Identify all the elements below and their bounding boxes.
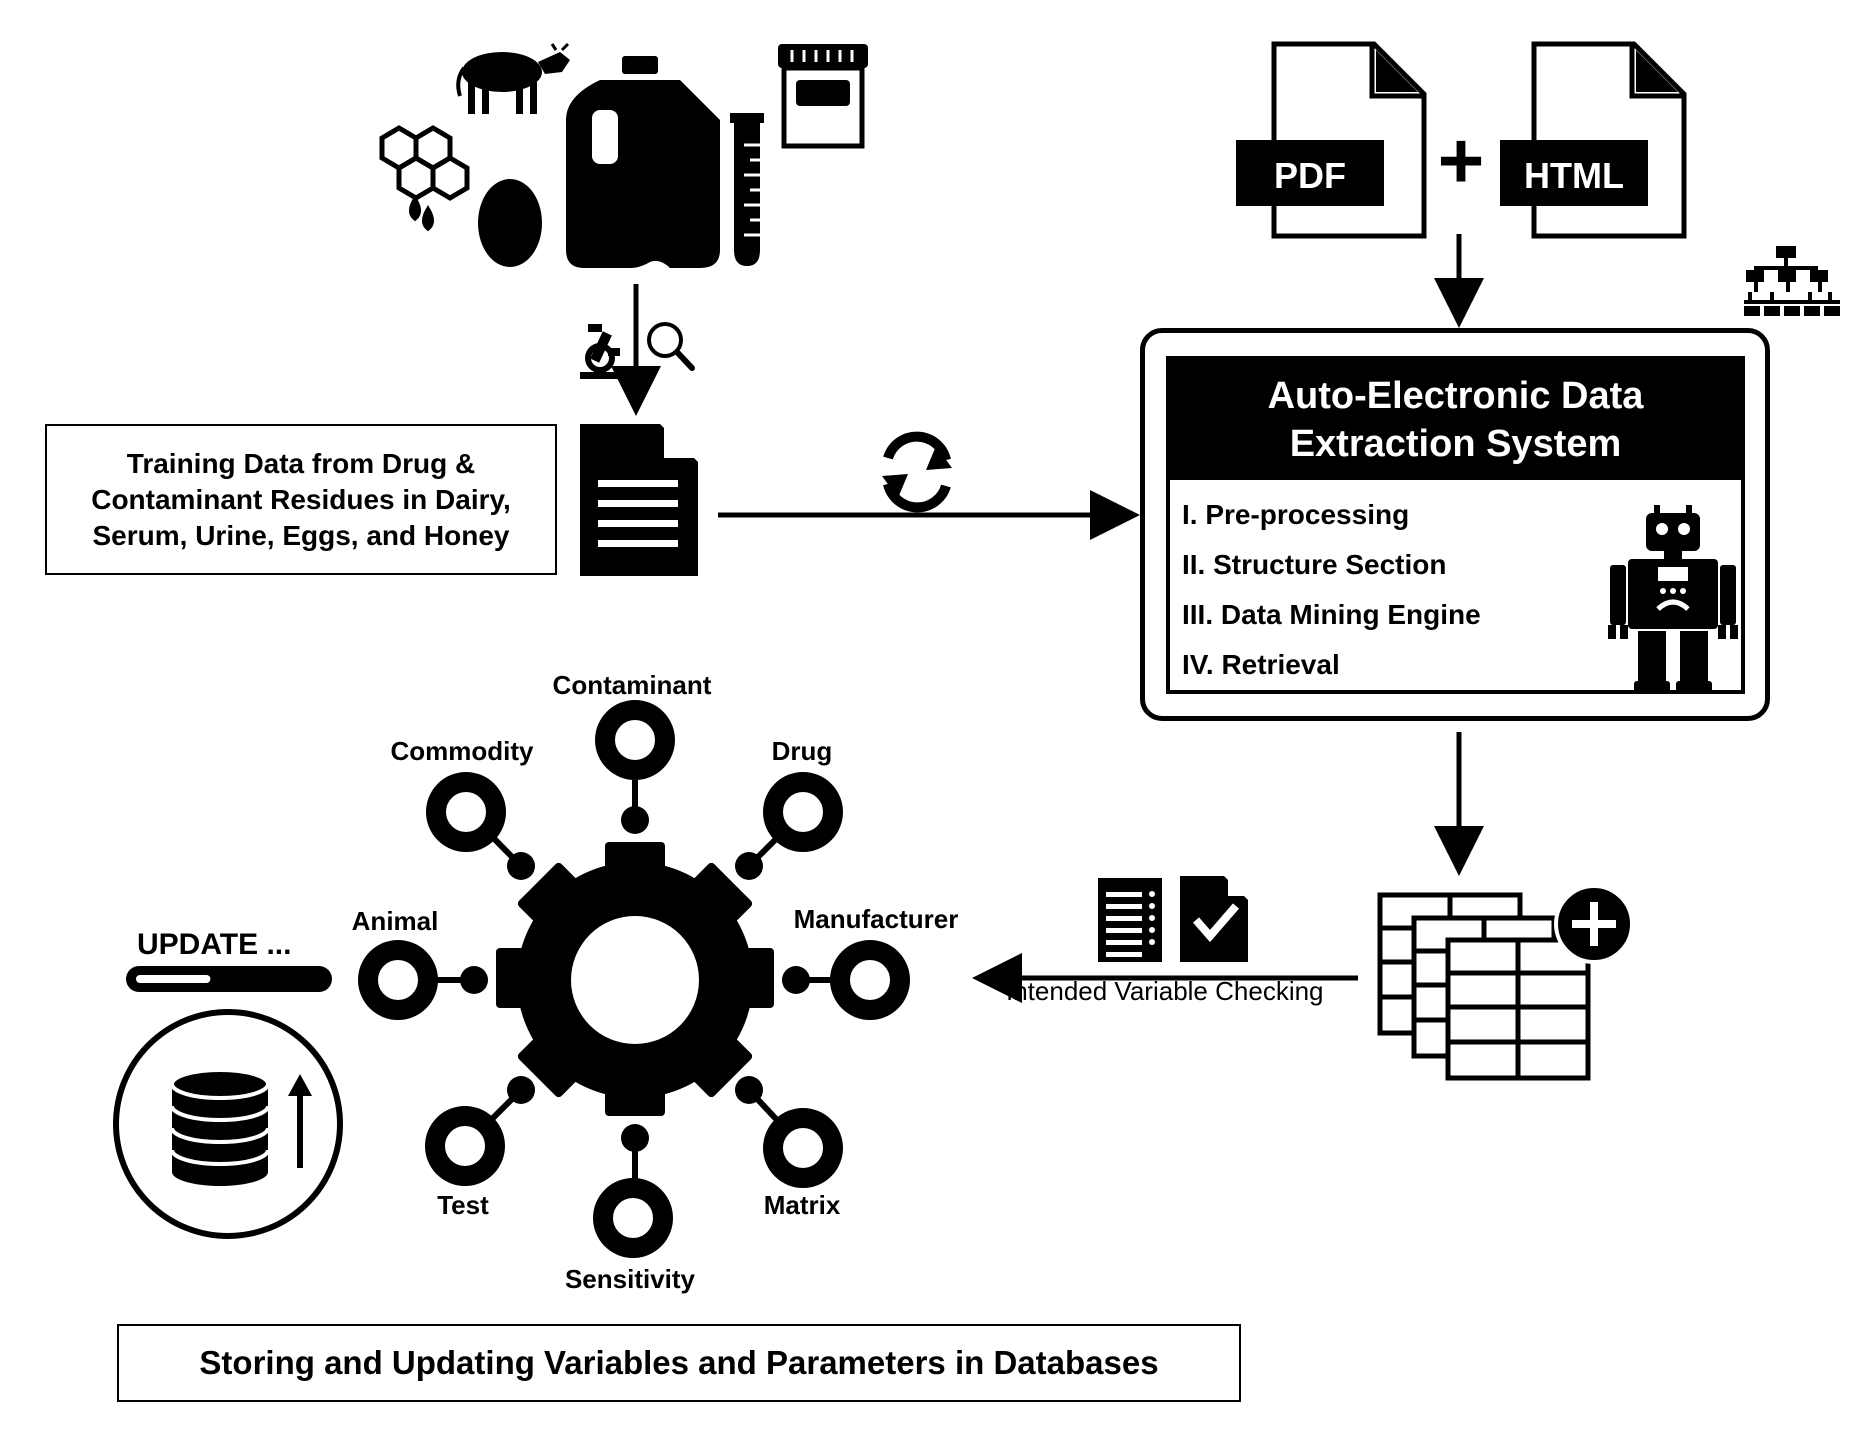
tables-add-icon bbox=[1377, 884, 1634, 1081]
aeds-panel: Auto-Electronic Data Extraction System I… bbox=[1140, 328, 1770, 721]
gear-icon bbox=[496, 842, 774, 1116]
node-manufacturer-label: Manufacturer bbox=[794, 904, 959, 934]
training-data-box: Training Data from Drug & Contaminant Re… bbox=[45, 424, 557, 575]
html-file-icon: HTML bbox=[1500, 41, 1687, 239]
training-data-line3: Serum, Urine, Eggs, and Honey bbox=[92, 519, 510, 551]
node-commodity: Commodity bbox=[391, 736, 535, 880]
test-tube-icon bbox=[730, 113, 764, 266]
microscope-icon bbox=[580, 324, 620, 379]
aeds-title-line1: Auto-Electronic Data bbox=[1267, 375, 1644, 417]
node-commodity-label: Commodity bbox=[391, 736, 535, 766]
update-progress-fill bbox=[136, 975, 211, 983]
aeds-title-line2: Extraction System bbox=[1289, 423, 1622, 465]
update-label: UPDATE ... bbox=[137, 928, 292, 961]
honeycomb-icon bbox=[379, 125, 470, 232]
node-matrix: Matrix bbox=[735, 1076, 843, 1220]
storing-updating-text: Storing and Updating Variables and Param… bbox=[199, 1344, 1159, 1381]
hierarchy-icon bbox=[1744, 246, 1840, 316]
database-icon bbox=[113, 1009, 343, 1239]
node-sensitivity-label: Sensitivity bbox=[565, 1264, 696, 1294]
aeds-inner-box: Auto-Electronic Data Extraction System I… bbox=[1166, 356, 1745, 694]
training-data-line1: Training Data from Drug & bbox=[126, 447, 476, 479]
node-test: Test bbox=[425, 1076, 535, 1220]
node-contaminant-label: Contaminant bbox=[553, 670, 712, 700]
checked-document-icon bbox=[1180, 876, 1248, 962]
sync-icon bbox=[882, 431, 952, 513]
storing-updating-box: Storing and Updating Variables and Param… bbox=[117, 1324, 1241, 1402]
aeds-title: Auto-Electronic Data Extraction System bbox=[1170, 360, 1741, 480]
training-data-line2: Contaminant Residues in Dairy, bbox=[91, 483, 511, 515]
node-manufacturer: Manufacturer bbox=[782, 904, 959, 1020]
node-test-label: Test bbox=[437, 1190, 489, 1220]
aeds-step: I. Pre-processing bbox=[1182, 499, 1410, 530]
update-progress-bar bbox=[126, 966, 332, 992]
intended-variable-checking-label: Intended Variable Checking bbox=[1006, 976, 1324, 1006]
pdf-file-icon: PDF bbox=[1236, 41, 1427, 239]
milk-jug-icon bbox=[566, 56, 720, 268]
node-contaminant: Contaminant bbox=[553, 670, 712, 834]
cow-icon bbox=[456, 42, 570, 114]
node-sensitivity: Sensitivity bbox=[565, 1124, 696, 1294]
html-label: HTML bbox=[1524, 155, 1624, 196]
pdf-label: PDF bbox=[1274, 155, 1346, 196]
node-matrix-label: Matrix bbox=[764, 1190, 841, 1220]
aeds-steps-list: I. Pre-processing II. Structure Section … bbox=[1182, 490, 1481, 690]
document-icon bbox=[580, 418, 704, 576]
node-animal: Animal bbox=[352, 906, 488, 1020]
node-drug-label: Drug bbox=[772, 736, 833, 766]
urine-cup-icon bbox=[778, 44, 868, 149]
aeds-step: III. Data Mining Engine bbox=[1182, 599, 1481, 630]
magnifier-icon bbox=[647, 322, 695, 371]
plus-sign: + bbox=[1438, 116, 1485, 205]
node-drug: Drug bbox=[735, 736, 843, 880]
aeds-step: IV. Retrieval bbox=[1182, 649, 1340, 680]
aeds-step: II. Structure Section bbox=[1182, 549, 1447, 580]
node-animal-label: Animal bbox=[352, 906, 439, 936]
checklist-icon bbox=[1098, 878, 1162, 962]
egg-icon bbox=[478, 179, 542, 267]
robot-icon bbox=[1608, 505, 1738, 693]
